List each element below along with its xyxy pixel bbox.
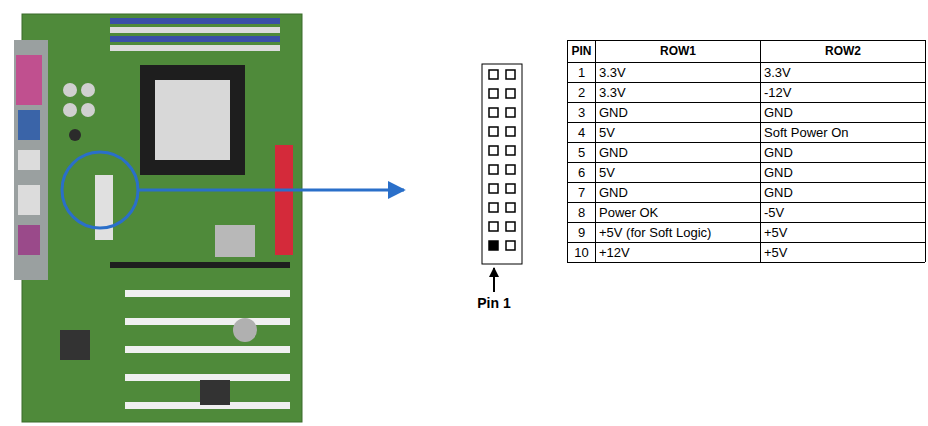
table-rule [567, 102, 925, 103]
table-cell: 2 [568, 83, 595, 102]
table-cell: +12V [596, 243, 760, 262]
table-cell: GND [596, 103, 760, 122]
table-cell: 1 [568, 63, 595, 82]
pin-square [489, 241, 498, 250]
table-cell: GND [761, 143, 925, 162]
pin-square [506, 127, 515, 136]
pin-table-grid [567, 40, 926, 263]
table-header: PIN [568, 41, 595, 62]
table-rule [567, 242, 925, 243]
table-cell: 3.3V [761, 63, 925, 82]
table-cell: 3.3V [596, 63, 760, 82]
table-cell: -5V [761, 203, 925, 222]
pin-square [506, 146, 515, 155]
pin-square [506, 89, 515, 98]
table-cell: Power OK [596, 203, 760, 222]
pin-square [489, 108, 498, 117]
pin-square [489, 165, 498, 174]
table-cell: +5V [761, 243, 925, 262]
table-cell: 6 [568, 163, 595, 182]
table-header: ROW1 [596, 41, 760, 62]
table-cell: 7 [568, 183, 595, 202]
table-cell: Soft Power On [761, 123, 925, 142]
table-cell: 8 [568, 203, 595, 222]
pin-square [506, 203, 515, 212]
pin-square [506, 70, 515, 79]
table-header: ROW2 [761, 41, 925, 62]
table-rule [925, 40, 926, 262]
pin-square [489, 222, 498, 231]
pin-square [506, 241, 515, 250]
pin-square [489, 70, 498, 79]
table-cell: +5V [761, 223, 925, 242]
table-rule [567, 40, 568, 262]
table-rule [567, 202, 925, 203]
table-cell: 5 [568, 143, 595, 162]
pin-square [506, 165, 515, 174]
table-rule [567, 262, 925, 263]
pin-marker-label: Pin 1 [462, 294, 526, 312]
table-rule [567, 82, 925, 83]
table-rule [595, 40, 596, 262]
highlight-circle [62, 152, 138, 228]
table-cell: GND [596, 143, 760, 162]
pin1-arrow [493, 268, 495, 292]
table-rule [567, 122, 925, 123]
table-rule [567, 62, 925, 63]
table-cell: +5V (for Soft Logic) [596, 223, 760, 242]
pin-square [489, 89, 498, 98]
table-rule [567, 142, 925, 143]
table-cell: 5V [596, 123, 760, 142]
table-cell: -12V [761, 83, 925, 102]
table-cell: GND [761, 183, 925, 202]
table-rule [567, 222, 925, 223]
pin-square [489, 203, 498, 212]
table-cell: GND [761, 163, 925, 182]
table-cell: 3 [568, 103, 595, 122]
pointer-arrow [138, 189, 404, 192]
pin-square [506, 222, 515, 231]
table-cell: 4 [568, 123, 595, 142]
pin-square [489, 184, 498, 193]
table-rule [760, 40, 761, 262]
motherboard-photo [14, 14, 302, 422]
table-cell: 9 [568, 223, 595, 242]
table-rule [567, 40, 925, 41]
connector-pinout [482, 64, 522, 264]
table-cell: GND [596, 183, 760, 202]
pin-square [506, 184, 515, 193]
table-cell: GND [761, 103, 925, 122]
table-rule [567, 162, 925, 163]
table-cell: 5V [596, 163, 760, 182]
pin-square [506, 108, 515, 117]
table-cell: 10 [568, 243, 595, 262]
table-rule [567, 182, 925, 183]
table-cell: 3.3V [596, 83, 760, 102]
pin-square [489, 127, 498, 136]
pin-square [489, 146, 498, 155]
